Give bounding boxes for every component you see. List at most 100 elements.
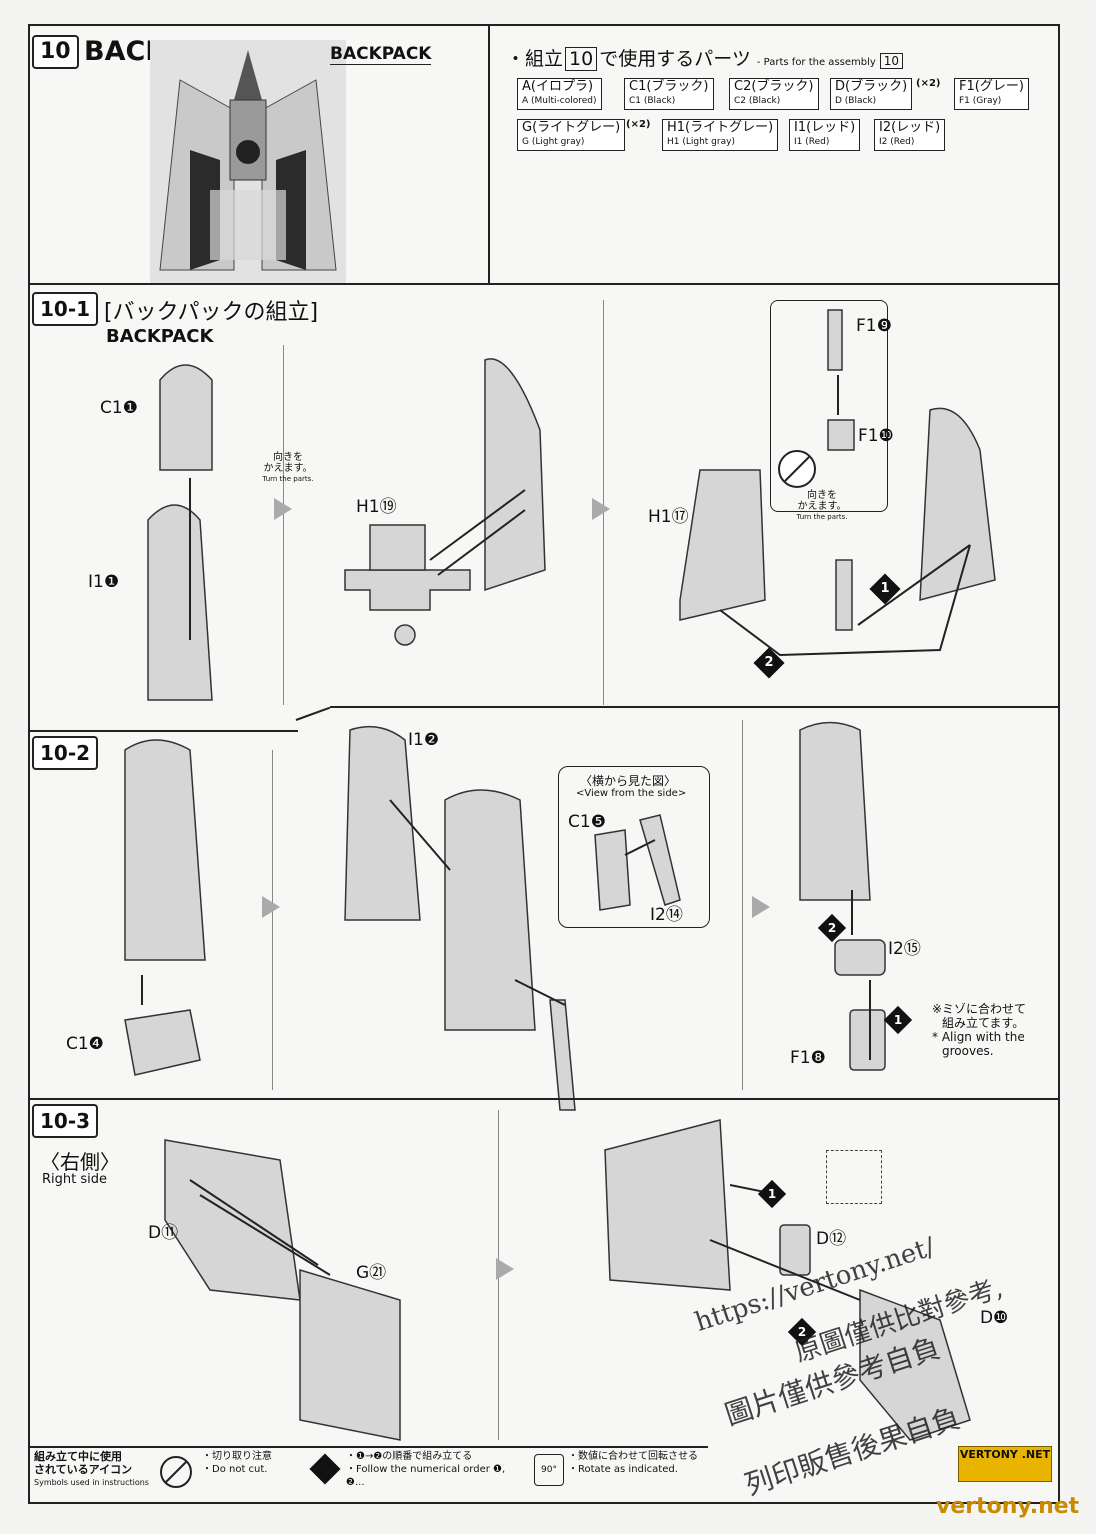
legend-do-not-cut: ・切り取り注意 ・Do not cut.: [202, 1450, 302, 1490]
order-marker-2: 2: [753, 647, 785, 679]
divider-step10-1: [28, 283, 1058, 285]
next-arrow-1: [274, 498, 292, 520]
legend-rotate-en: ・Rotate as indicated.: [568, 1464, 678, 1475]
label-h1-17: H1⑰: [648, 507, 689, 527]
part-c1: C1(ブラック)C1 (Black): [624, 78, 714, 110]
parts-heading-jp: で使用するパーツ: [599, 48, 751, 70]
align-note-jp1: ※ミゾに合わせて: [932, 1002, 1027, 1016]
part-d-qty: (×2): [916, 78, 941, 89]
part-c2-jp: C2(ブラック): [734, 79, 814, 94]
part-i2: I2(レッド)I2 (Red): [874, 119, 946, 151]
part-g-qty: (×2): [626, 119, 651, 130]
next-arrow-3: [262, 896, 280, 918]
part-c2-en: C2 (Black): [734, 96, 781, 106]
legend-rotate-jp: ・数値に合わせて回転させる: [568, 1451, 698, 1462]
order-icon: [309, 1453, 341, 1485]
backpack-image-label: BACKPACK: [330, 44, 432, 65]
part-i1-jp: I1(レッド): [794, 120, 856, 135]
right-side-jp: 〈右側〉: [40, 1150, 120, 1174]
order-marker-10-2-2: 2: [817, 913, 847, 943]
divider-10-1-a: [283, 345, 284, 705]
turn-note-2-jp1: 向きを: [807, 490, 837, 501]
label-h1-19: H1⑲: [356, 497, 397, 517]
watermark-logo: VERTONY .NET: [958, 1446, 1052, 1482]
legend-do-not-cut-jp: ・切り取り注意: [202, 1451, 272, 1462]
align-note-en1: * Align with the: [932, 1030, 1025, 1044]
step10-1-title: [バックパックの組立]: [104, 300, 319, 325]
next-arrow-5: [496, 1258, 514, 1280]
part-d-en: D (Black): [835, 96, 877, 106]
part-f1-jp: F1(グレー): [959, 79, 1024, 94]
legend-title-en: Symbols used in instructions: [34, 1478, 149, 1487]
icon-legend: 組み立て中に使用 されているアイコン Symbols used in instr…: [28, 1446, 708, 1492]
step10-1-subtitle: BACKPACK: [106, 326, 214, 347]
step-number-10-3: 10-3: [32, 1104, 99, 1138]
right-side-en: Right side: [42, 1172, 107, 1187]
no-cut-icon: [160, 1456, 192, 1488]
part-a: A(イロプラ)A (Multi-colored): [517, 78, 602, 110]
order-marker-1: 1: [869, 573, 901, 605]
part-i1-en: I1 (Red): [794, 137, 830, 147]
rotate-icon: 90°: [534, 1454, 564, 1486]
label-c1-1: C1❶: [100, 398, 138, 418]
step-number-10-2: 10-2: [32, 736, 99, 770]
part-d: D(ブラック) D (Black): [830, 78, 913, 110]
next-arrow-2: [592, 498, 610, 520]
side-view-callout: [558, 766, 710, 928]
align-note: ※ミゾに合わせて 組み立てます。 * Align with the groove…: [932, 1002, 1026, 1058]
label-d-12: D⑫: [816, 1229, 847, 1249]
divider-10-2-a: [272, 750, 273, 1090]
label-d-10: D❿: [980, 1308, 1009, 1328]
turn-note-1-en: Turn the parts.: [262, 475, 314, 483]
divider-header: [488, 26, 490, 284]
legend-order-jp: ・❶→❷の順番で組み立てる: [346, 1451, 473, 1462]
watermark-footer-url: vertony.net: [936, 1494, 1080, 1519]
label-i1-1: I1❶: [88, 572, 120, 592]
turn-note-1-jp2: かえます。: [263, 463, 313, 474]
part-a-en: A (Multi-colored): [522, 96, 597, 106]
side-view-title-jp: 〈横から見た図〉: [580, 774, 677, 788]
do-not-cut-icon: [778, 450, 816, 488]
divider-10-3: [28, 1098, 1058, 1100]
next-arrow-4: [752, 896, 770, 918]
part-h1-en: H1 (Light gray): [667, 137, 735, 147]
divider-10-2-right: [330, 706, 1058, 708]
turn-note-2-jp2: かえます。: [797, 501, 847, 512]
turn-note-1: 向きを かえます。 Turn the parts.: [256, 452, 320, 485]
part-f1-en: F1 (Gray): [959, 96, 1002, 106]
label-i1-2: I1❷: [408, 730, 440, 750]
turn-note-2: 向きを かえます。 Turn the parts.: [790, 490, 854, 523]
divider-10-2-b: [742, 720, 743, 1090]
divider-10-2-left: [28, 730, 298, 732]
legend-order: ・❶→❷の順番で組み立てる ・Follow the numerical orde…: [346, 1450, 526, 1490]
part-f1: F1(グレー) F1 (Gray): [954, 78, 1029, 110]
legend-title-jp1: 組み立て中に使用: [34, 1450, 122, 1463]
label-f1-8: F1❽: [790, 1048, 826, 1068]
legend-title-jp2: されているアイコン: [34, 1463, 133, 1476]
label-c1-4: C1❹: [66, 1034, 104, 1054]
turn-note-1-jp1: 向きを: [273, 452, 303, 463]
part-h1: H1(ライトグレー) H1 (Light gray): [662, 119, 779, 151]
step-number-10: 10: [32, 35, 79, 69]
align-note-en2: grooves.: [942, 1044, 994, 1058]
step-number-10-1: 10-1: [32, 292, 99, 326]
part-c1-en: C1 (Black): [629, 96, 676, 106]
parts-heading-number-en: 10: [879, 53, 904, 69]
side-view-title-en: <View from the side>: [576, 788, 687, 799]
part-h1-jp: H1(ライトグレー): [667, 120, 774, 135]
label-f1-9: F1❾: [856, 316, 892, 336]
label-i2-14: I2⑭: [650, 905, 683, 925]
label-g-21: G㉑: [356, 1263, 387, 1283]
parts-heading-label: ・組立: [506, 48, 564, 70]
part-c2: C2(ブラック) C2 (Black): [729, 78, 819, 110]
legend-do-not-cut-en: ・Do not cut.: [202, 1464, 268, 1475]
order-marker-10-2-1: 1: [883, 1005, 913, 1035]
parts-heading-en: - Parts for the assembly: [756, 57, 876, 68]
part-d-jp: D(ブラック): [835, 79, 908, 94]
backpack-illustration: [150, 40, 346, 284]
label-c1-5: C1❺: [568, 812, 606, 832]
label-f1-10: F1❿: [858, 426, 894, 446]
part-g: G(ライトグレー)G (Light gray): [517, 119, 626, 151]
part-g-en: G (Light gray): [522, 137, 585, 147]
